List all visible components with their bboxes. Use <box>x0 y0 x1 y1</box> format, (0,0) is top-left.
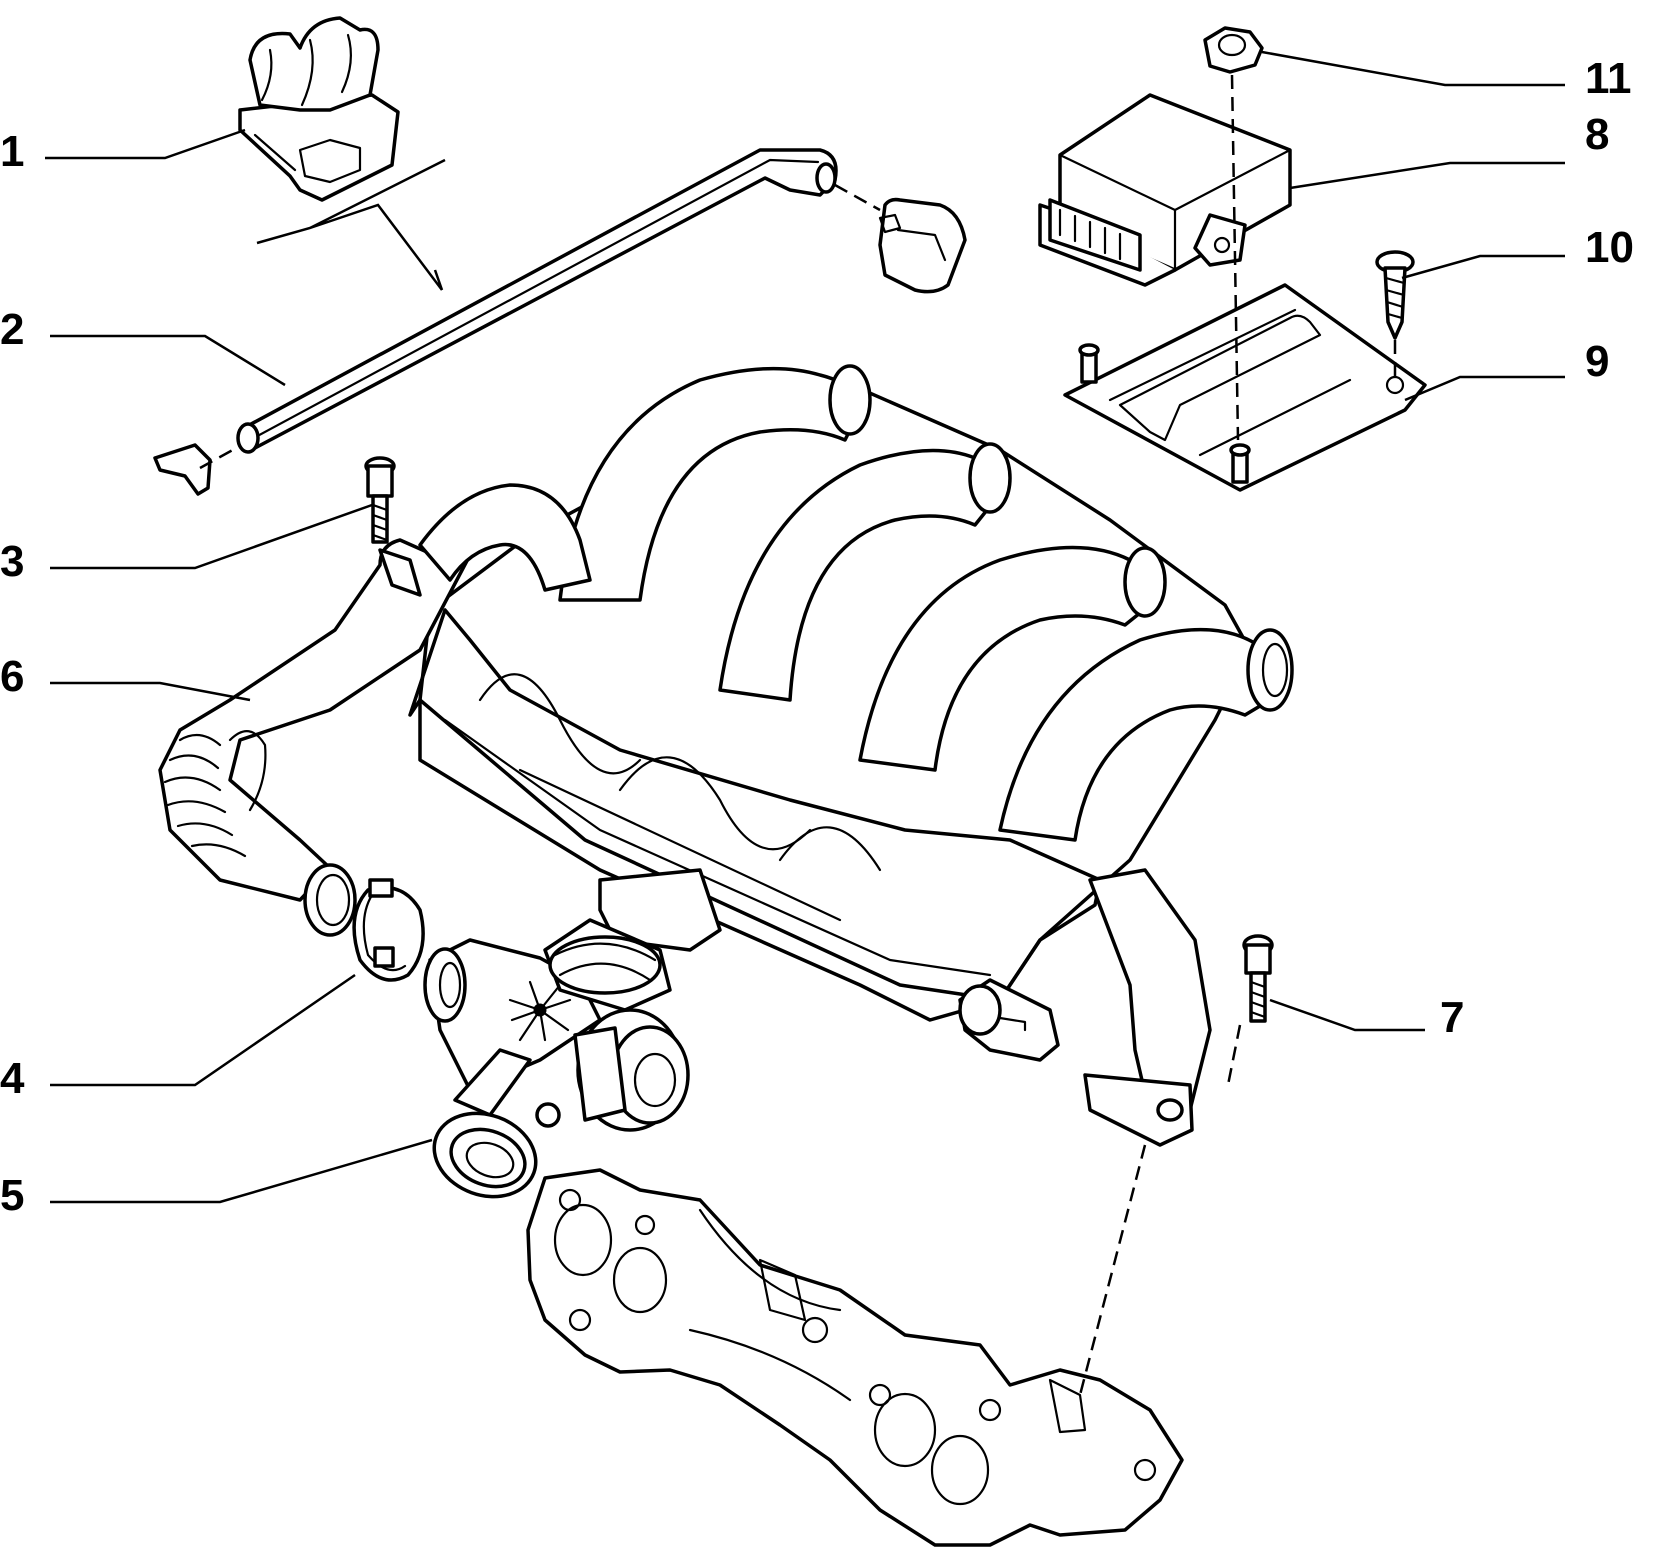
part-10-screw <box>1375 250 1415 378</box>
part-3-bolt <box>364 456 396 544</box>
callout-1: 1 <box>0 127 25 176</box>
callout-8: 8 <box>1585 110 1610 159</box>
part-11-nut <box>1203 26 1264 441</box>
callout-5: 5 <box>0 1171 25 1220</box>
intake-manifold <box>408 364 1294 1062</box>
part-2-vacuum-hose <box>153 148 967 496</box>
callout-2: 2 <box>0 305 25 354</box>
part-1-bracket-clip <box>238 16 400 202</box>
egr-valve-assembly <box>423 918 690 1132</box>
exhaust-manifold <box>526 1168 1184 1547</box>
callout-4: 4 <box>0 1054 25 1103</box>
leader-lines <box>45 50 1565 1204</box>
part-7-bolt <box>1226 934 1274 1086</box>
part-5-gasket <box>432 1111 538 1199</box>
callout-7: 7 <box>1440 993 1465 1042</box>
callout-11: 11 <box>1585 54 1632 103</box>
egr-pipe <box>1078 868 1212 1396</box>
callout-3: 3 <box>0 537 25 586</box>
group-bracket-line <box>256 158 446 291</box>
callout-6: 6 <box>0 652 25 701</box>
callout-10: 10 <box>1585 223 1634 272</box>
part-4-hose-clamp <box>352 878 425 982</box>
part-9-mounting-plate <box>1063 283 1427 492</box>
part-6-intake-hose <box>158 483 592 937</box>
callout-9: 9 <box>1585 337 1610 386</box>
part-8-control-module <box>1038 93 1292 287</box>
